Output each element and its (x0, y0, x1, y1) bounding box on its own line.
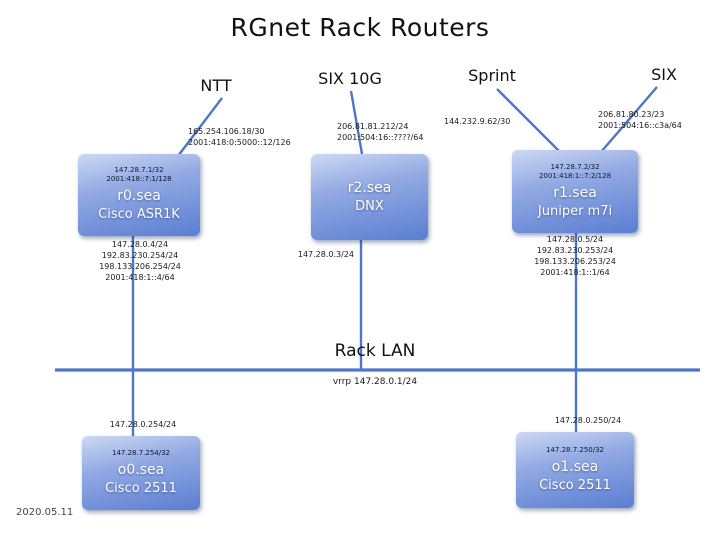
loopback-addresses: 147.28.7.1/32 2001:418::7:1/128 (106, 166, 171, 184)
ip-address: 2001:418:0:5000::12/126 (188, 138, 291, 147)
ip-address: 147.28.0.250/24 (554, 416, 622, 425)
ip-address: 147.28.0.4/24 (111, 240, 169, 249)
ip-address: 2001:418::7:1/128 (106, 175, 172, 183)
loopback-addresses: 147.28.7.250/32 (546, 446, 604, 455)
ip-address: 147.28.0.5/24 (546, 235, 604, 244)
link-ntt-r0 (177, 97, 223, 157)
loopback-addresses: 147.28.7.254/32 (112, 449, 170, 458)
lan-addrs-r1: 147.28.0.5/24 192.83.230.253/24 198.133.… (518, 234, 632, 278)
ip-address: 147.28.7.254/32 (111, 448, 171, 457)
rack-lan-label: Rack LAN (334, 341, 416, 361)
router-name: r2.sea (347, 179, 392, 196)
lan-addrs-r0: 147.28.0.4/24 192.83.230.254/24 198.133.… (84, 239, 196, 283)
ip-address: 198.133.206.254/24 (99, 262, 181, 271)
router-box-r1: 147.28.7.2/32 2001:418:1::7:2/128 r1.sea… (512, 150, 638, 233)
router-box-o1: 147.28.7.250/32 o1.sea Cisco 2511 (516, 432, 634, 508)
ip-address: 2001:504:16::????/64 (337, 133, 424, 142)
ip-address: 206.81.81.212/24 (337, 122, 409, 131)
uplink-label-six: SIX (651, 65, 677, 84)
ip-address: 198.133.206.253/24 (534, 257, 616, 266)
router-box-r2: r2.sea DNX (311, 154, 428, 240)
ip-address: 2001:418:1::1/64 (540, 268, 610, 277)
router-box-o0: 147.28.7.254/32 o0.sea Cisco 2511 (82, 436, 200, 510)
uplink-label-sprint: Sprint (468, 66, 516, 85)
ip-address: 147.28.7.250/32 (545, 445, 605, 454)
router-box-r0: 147.28.7.1/32 2001:418::7:1/128 r0.sea C… (78, 154, 200, 236)
vrrp-address: vrrp 147.28.0.1/24 (332, 377, 418, 387)
router-model: Cisco 2511 (539, 477, 611, 493)
router-model: DNX (355, 198, 384, 214)
ip-address: 144.232.9.62/30 (444, 117, 511, 126)
router-name: r0.sea (117, 188, 161, 204)
ip-address: 192.83.230.253/24 (536, 246, 614, 255)
loopback-addresses: 147.28.7.2/32 2001:418:1::7:2/128 (539, 163, 611, 181)
ip-address: 147.28.0.254/24 (109, 420, 177, 429)
router-name: o1.sea (551, 458, 599, 475)
footer-date: 2020.05.11 (16, 507, 74, 518)
uplink-addrs-six: 206.81.80.23/23 2001:504:16::c3a/64 (598, 109, 682, 131)
ip-address: 2001:504:16::c3a/64 (598, 121, 682, 130)
router-model: Cisco 2511 (105, 480, 177, 496)
router-model: Cisco ASR1K (98, 207, 180, 222)
ip-address: 147.28.7.2/32 (550, 162, 600, 171)
uplink-label-ntt: NTT (200, 76, 232, 95)
uplink-addrs-ntt: 165.254.106.18/30 2001:418:0:5000::12/12… (188, 126, 291, 148)
ip-address: 206.81.80.23/23 (598, 110, 665, 119)
uplink-label-six10g: SIX 10G (318, 69, 382, 88)
uplink-addrs-six10g: 206.81.81.212/24 2001:504:16::????/64 (337, 121, 423, 143)
ip-address: 192.83.230.254/24 (101, 251, 179, 260)
ip-address: 147.28.7.1/32 (114, 166, 164, 174)
ip-address: 2001:418:1::7:2/128 (538, 171, 612, 180)
diagram-title: RGnet Rack Routers (230, 13, 490, 42)
router-name: r1.sea (553, 184, 597, 201)
lan-addrs-r2: 147.28.0.3/24 (288, 249, 354, 260)
router-model: Juniper m7i (537, 203, 613, 219)
lan-addrs-o0: 147.28.0.254/24 (95, 419, 191, 430)
ip-address: 165.254.106.18/30 (188, 127, 265, 136)
ip-address: 2001:418:1::4/64 (105, 273, 175, 282)
link-six-r1 (600, 86, 658, 153)
router-name: o0.sea (117, 461, 165, 478)
lan-addrs-o1: 147.28.0.250/24 (540, 415, 636, 426)
ip-address: 147.28.0.3/24 (297, 250, 354, 259)
link-six10g-r2 (349, 90, 364, 155)
link-sprint-r1 (496, 88, 561, 153)
uplink-addrs-sprint: 144.232.9.62/30 (444, 116, 510, 127)
